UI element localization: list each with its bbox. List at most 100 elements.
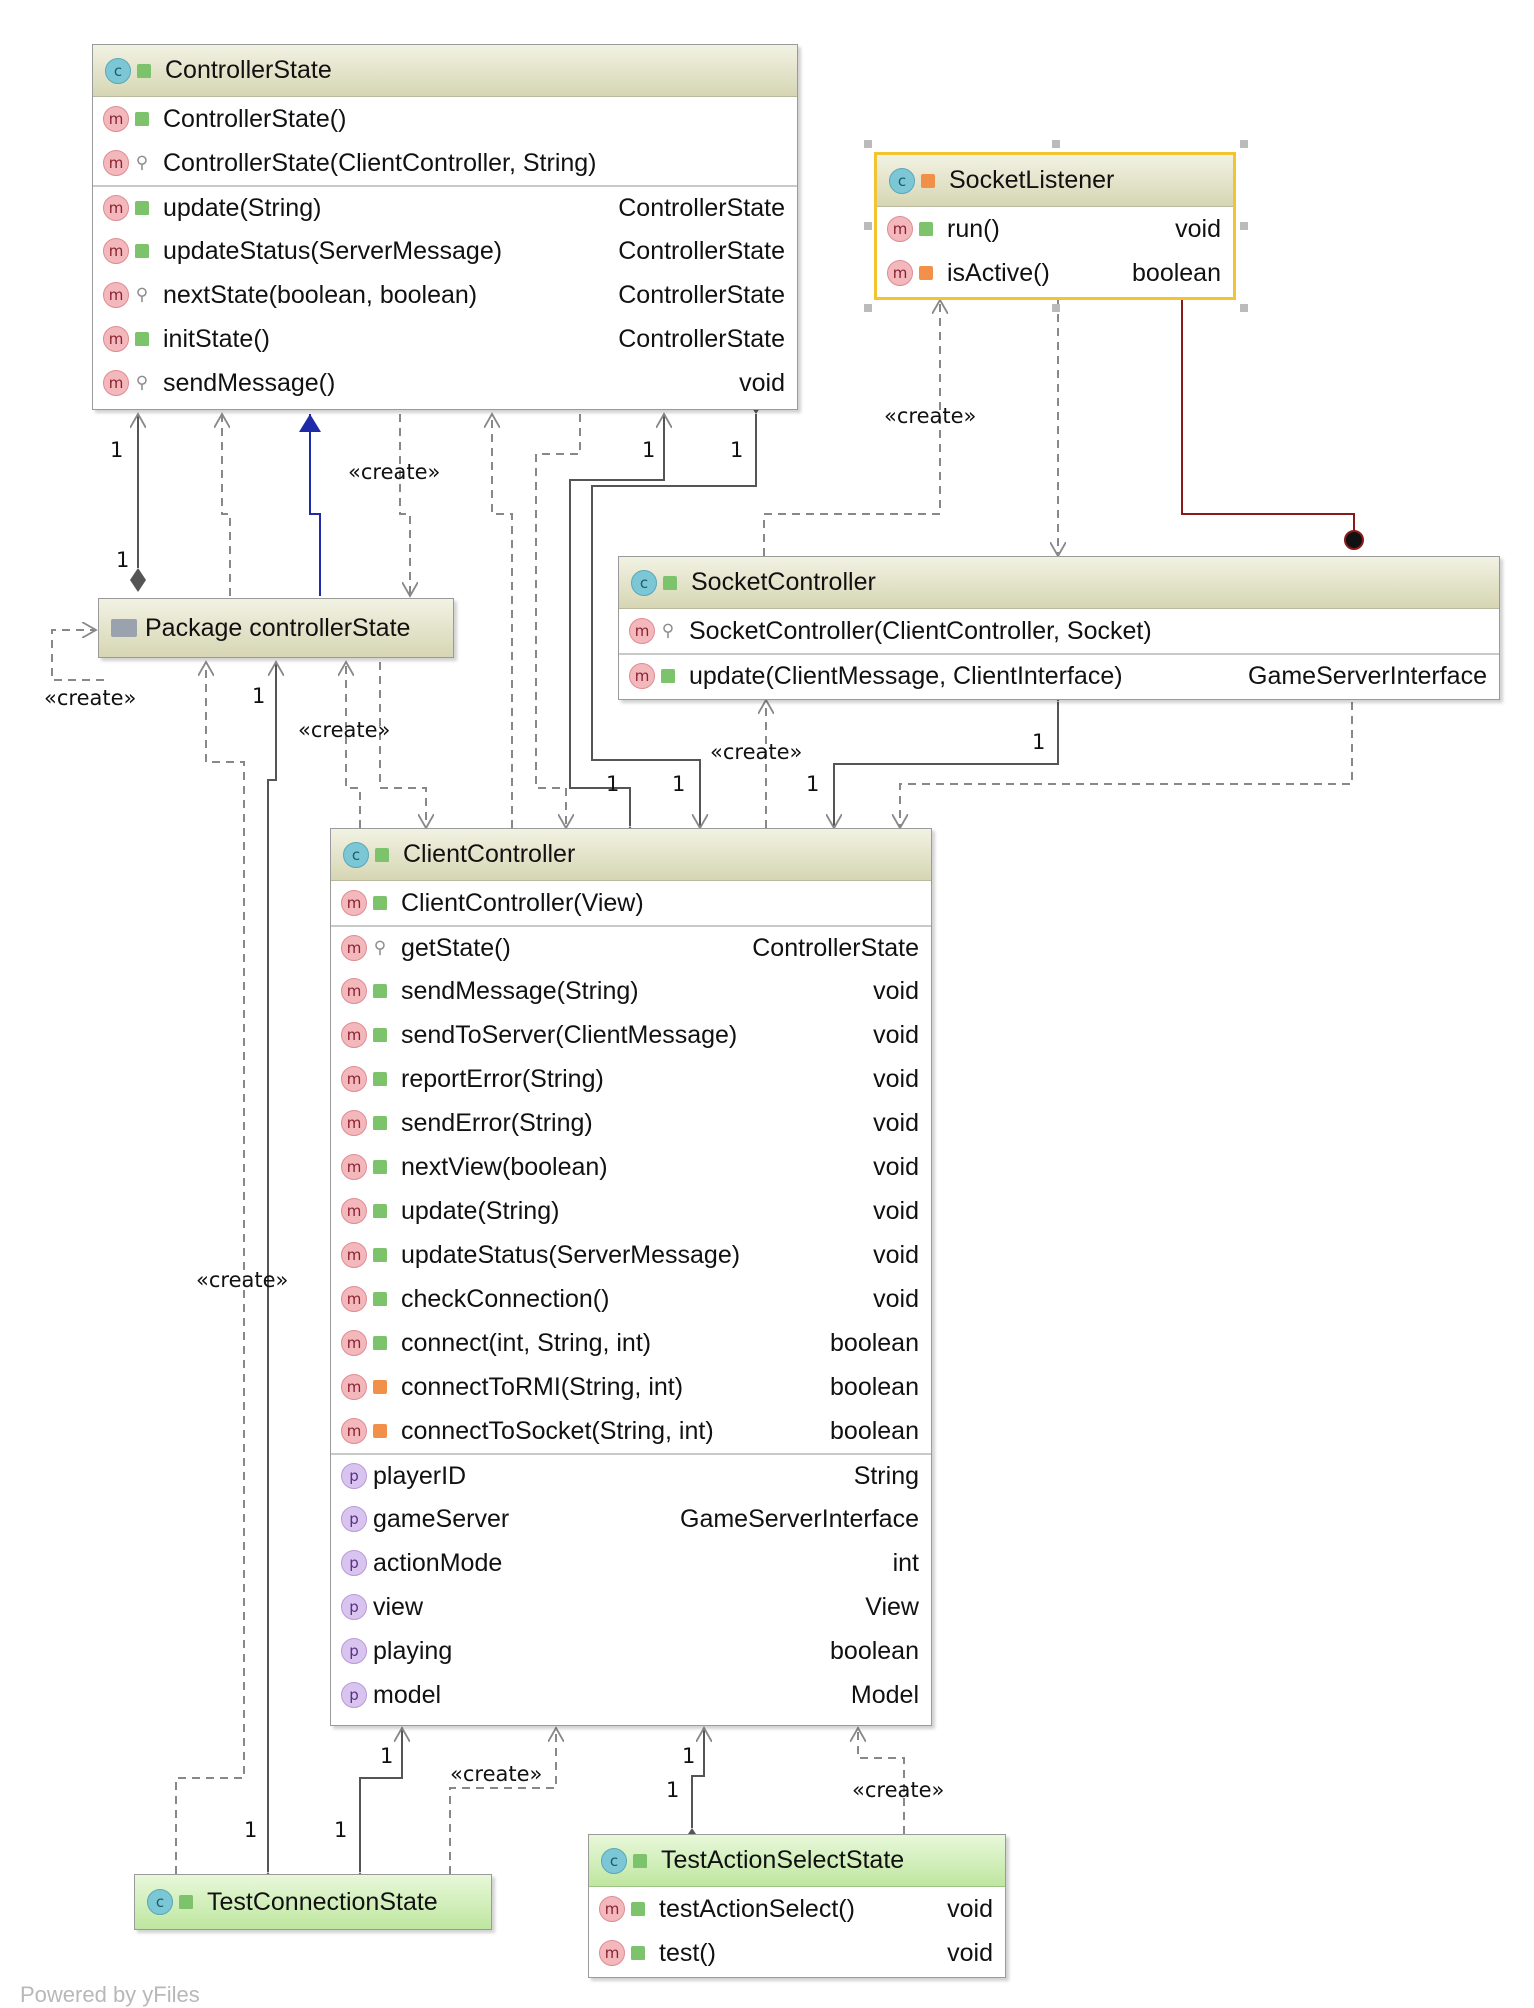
method-icon: m	[103, 326, 129, 352]
method-row[interactable]: m ⚲ sendMessage() void	[93, 361, 797, 405]
selection-handle[interactable]	[1052, 304, 1060, 312]
selection-handle[interactable]	[1240, 222, 1248, 230]
method-row[interactable]: m run() void	[877, 207, 1233, 251]
method-row[interactable]: m update(String) ControllerState	[93, 185, 797, 229]
member-name: sendMessage(String)	[401, 976, 639, 1005]
constructor-row[interactable]: m ⚲ SocketController(ClientController, S…	[619, 609, 1499, 653]
edge-cc-pkg-create	[346, 662, 361, 828]
member-type: int	[892, 1548, 919, 1577]
selection-handle[interactable]	[864, 140, 872, 148]
method-row[interactable]: m testActionSelect() void	[589, 1887, 1005, 1931]
class-icon: c	[147, 1889, 173, 1915]
member-type: View	[865, 1592, 919, 1621]
class-header: c SocketListener	[877, 155, 1233, 207]
method-row[interactable]: m connectToSocket(String, int) boolean	[331, 1409, 931, 1453]
class-header: c SocketController	[619, 557, 1499, 609]
class-socket-listener[interactable]: c SocketListener m run() void m isActive…	[877, 155, 1233, 297]
constructor-row[interactable]: m ClientController(View)	[331, 881, 931, 925]
member-name: actionMode	[373, 1548, 503, 1577]
member-name: checkConnection()	[401, 1284, 610, 1313]
class-name: ClientController	[403, 840, 576, 868]
method-row[interactable]: m updateStatus(ServerMessage) void	[331, 1233, 931, 1277]
edge-cc-cs-create-a	[492, 414, 513, 828]
edge-tas-cc-composition	[692, 1728, 704, 1828]
method-icon: m	[887, 216, 913, 242]
method-row[interactable]: m initState() ControllerState	[93, 317, 797, 361]
property-row[interactable]: p view View	[331, 1585, 931, 1629]
class-controller-state[interactable]: c ControllerState m ControllerState() m …	[92, 44, 798, 410]
method-icon: m	[341, 1022, 367, 1048]
create-label: «create»	[450, 1762, 543, 1786]
powered-by-footer: Powered by yFiles	[20, 1982, 200, 2007]
property-row[interactable]: p model Model	[331, 1673, 931, 1717]
multiplicity-label: 1	[116, 548, 130, 572]
method-row[interactable]: m reportError(String) void	[331, 1057, 931, 1101]
package-controller-state[interactable]: Package controllerState	[98, 598, 454, 658]
edge-sc-sl-create	[763, 300, 940, 556]
property-row[interactable]: p playing boolean	[331, 1629, 931, 1673]
create-label: «create»	[348, 460, 441, 484]
method-row[interactable]: m update(ClientMessage, ClientInterface)…	[619, 653, 1499, 697]
method-icon: m	[103, 282, 129, 308]
selection-handle[interactable]	[1240, 140, 1248, 148]
public-icon	[135, 244, 149, 258]
member-name: SocketController(ClientController, Socke…	[689, 616, 1152, 645]
method-row[interactable]: m ⚲ nextState(boolean, boolean) Controll…	[93, 273, 797, 317]
member-type: ControllerState	[752, 933, 919, 962]
member-name: updateStatus(ServerMessage)	[401, 1240, 741, 1269]
property-row[interactable]: p playerID String	[331, 1453, 931, 1497]
package-folder-icon	[111, 619, 137, 637]
public-icon	[373, 1072, 387, 1086]
property-icon: p	[341, 1594, 367, 1620]
public-icon	[631, 1946, 645, 1960]
public-icon	[135, 332, 149, 346]
member-name: connectToRMI(String, int)	[401, 1372, 684, 1401]
property-row[interactable]: p actionMode int	[331, 1541, 931, 1585]
constructor-row[interactable]: m ControllerState()	[93, 97, 797, 141]
selection-handle[interactable]	[1052, 140, 1060, 148]
class-client-controller[interactable]: c ClientController m ClientController(Vi…	[330, 828, 932, 1726]
public-icon	[373, 1292, 387, 1306]
selection-handle[interactable]	[1240, 304, 1248, 312]
property-icon: p	[341, 1550, 367, 1576]
method-row[interactable]: m checkConnection() void	[331, 1277, 931, 1321]
method-row[interactable]: m sendError(String) void	[331, 1101, 931, 1145]
public-icon	[663, 575, 677, 590]
member-name: nextState(boolean, boolean)	[163, 280, 478, 309]
method-row[interactable]: m sendToServer(ClientMessage) void	[331, 1013, 931, 1057]
method-icon: m	[341, 1154, 367, 1180]
method-row[interactable]: m nextView(boolean) void	[331, 1145, 931, 1189]
multiplicity-label: 1	[110, 438, 124, 462]
member-name: updateStatus(ServerMessage)	[163, 236, 503, 265]
edge-sc-cc-composition	[834, 702, 1058, 828]
member-type: void	[873, 1020, 919, 1049]
selection-handle[interactable]	[864, 304, 872, 312]
class-test-action-select-state[interactable]: c TestActionSelectState m testActionSele…	[588, 1834, 1006, 1978]
create-label: «create»	[852, 1778, 945, 1802]
class-header: c ClientController	[331, 829, 931, 881]
selection-handle[interactable]	[864, 222, 872, 230]
constructor-row[interactable]: m ⚲ ControllerState(ClientController, St…	[93, 141, 797, 185]
class-test-connection-state[interactable]: c TestConnectionState	[134, 1874, 492, 1930]
class-name: SocketListener	[949, 166, 1115, 194]
method-row[interactable]: m updateStatus(ServerMessage) Controller…	[93, 229, 797, 273]
abstract-class-icon: c	[105, 57, 131, 84]
edge-cs-cc-create-b	[535, 414, 581, 828]
method-row[interactable]: m connectToRMI(String, int) boolean	[331, 1365, 931, 1409]
method-row[interactable]: m sendMessage(String) void	[331, 969, 931, 1013]
method-row[interactable]: m isActive() boolean	[877, 251, 1233, 295]
method-icon: m	[341, 935, 367, 961]
method-row[interactable]: m connect(int, String, int) boolean	[331, 1321, 931, 1365]
class-socket-controller[interactable]: c SocketController m ⚲ SocketController(…	[618, 556, 1500, 700]
method-row[interactable]: m update(String) void	[331, 1189, 931, 1233]
member-name: connectToSocket(String, int)	[401, 1416, 714, 1445]
member-type: boolean	[830, 1416, 919, 1445]
public-icon	[373, 1116, 387, 1130]
method-row[interactable]: m ⚲ getState() ControllerState	[331, 925, 931, 969]
member-name: playing	[373, 1636, 453, 1665]
method-row[interactable]: m test() void	[589, 1931, 1005, 1975]
member-type: ControllerState	[618, 193, 785, 222]
property-row[interactable]: p gameServer GameServerInterface	[331, 1497, 931, 1541]
member-name: reportError(String)	[401, 1064, 604, 1093]
multiplicity-label: 1	[672, 772, 686, 796]
